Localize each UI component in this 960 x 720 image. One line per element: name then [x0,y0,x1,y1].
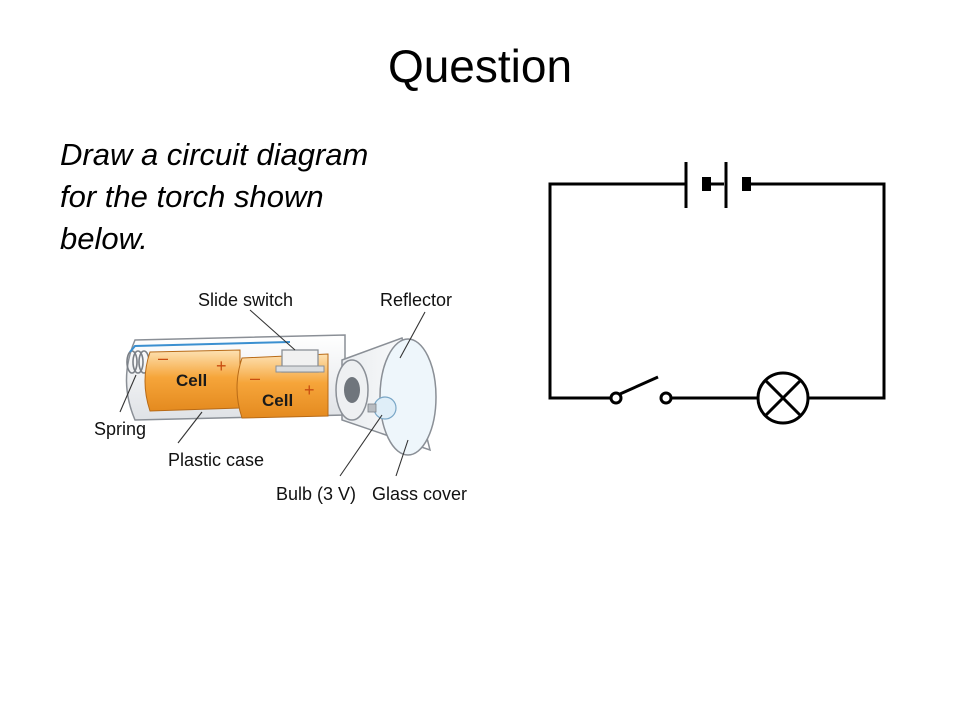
label-reflector: Reflector [380,290,452,310]
slide-switch [275,349,325,373]
switch-symbol [609,375,673,405]
cell-1-label: Cell [176,371,207,390]
slide-title: Question [387,40,573,92]
cell-1-minus: – [158,348,168,368]
cell-2-plus: + [304,380,315,400]
cell-2-minus: – [250,368,260,388]
cell-1: Cell – + [144,348,241,412]
switch-contact-right [659,391,673,405]
case-wire [129,341,291,353]
question-line-3: below. [60,221,148,256]
torch-illustration: Cell – + Cell – + Slide switch Ref [94,290,467,504]
label-glass-cover: Glass cover [372,484,467,504]
switch-lever [619,375,659,396]
leader-reflector [399,311,426,359]
leader-bulb [339,414,383,477]
cell-2-short-plate [742,177,751,191]
cell-1-short-plate [702,177,711,191]
leader-glass-cover [395,439,409,477]
switch-contact-left [609,391,623,405]
wire-top-right [788,182,886,400]
circuit-diagram [548,162,886,425]
leader-lines [119,309,426,477]
label-slide-switch: Slide switch [198,290,293,310]
label-bulb: Bulb (3 V) [276,484,356,504]
wire-top-left [548,182,640,400]
bulb [367,396,397,420]
leader-spring [119,374,137,413]
lamp-symbol [756,371,810,425]
label-spring: Spring [94,419,146,439]
leader-slide-switch [249,309,296,351]
glass-cover [379,338,437,456]
battery-symbol [640,162,788,208]
cell-2-label: Cell [262,391,293,410]
cell-1-plus: + [216,356,227,376]
question-text: Draw a circuit diagram for the torch sho… [60,134,460,260]
question-line-1: Draw a circuit diagram [60,137,369,172]
label-plastic-case: Plastic case [168,450,264,470]
leader-plastic-case [177,411,203,444]
question-line-2: for the torch shown [60,179,324,214]
